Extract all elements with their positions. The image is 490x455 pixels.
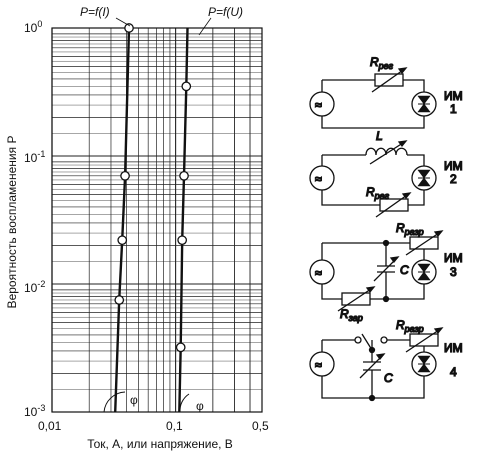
circuit-1-resistor-arrow: [371, 67, 407, 93]
probability-chart: φ φ P=f(I) P=f(U) 100 10-1 10-2 10-3 0,0…: [5, 5, 269, 451]
circuit-4-device-label: ИМ: [444, 341, 463, 355]
circuit-4-contact-right: [380, 336, 388, 344]
series-line-1: [114, 27, 131, 413]
circuit-2-resistor-arrow: [375, 192, 411, 218]
circuit-3-junction-bottom: [382, 295, 390, 303]
angle-arc-2: [179, 393, 190, 413]
y-tick-1e0: 100: [24, 19, 42, 35]
circuit-3-source-symbol: ≈: [315, 266, 322, 280]
circuit-3-number: 3: [450, 265, 457, 279]
circuit-2-inductor-arrow: [369, 140, 407, 165]
circuit-3: [309, 230, 444, 312]
circuit-4-number: 4: [450, 365, 457, 379]
data-point: [179, 170, 189, 181]
series-label-u-leader: [198, 17, 212, 36]
y-tick-1e-3: 10-3: [24, 403, 45, 419]
circuit-3-source: [309, 259, 335, 285]
circuit-4-contact-left: [354, 336, 362, 344]
circuit-2: [309, 140, 437, 218]
data-point: [117, 235, 128, 246]
x-tick-0-01: 0,01: [38, 419, 62, 433]
angle-arc-1: [103, 391, 126, 413]
circuit-3-device-label: ИМ: [444, 251, 463, 265]
circuit-diagrams: ≈ Rрег ИМ 1 ≈ L Rрег ИМ 2: [309, 54, 463, 402]
circuit-2-inductor: [365, 147, 408, 156]
circuit-2-r-label: Rрег: [366, 185, 390, 201]
angle-label-2: φ: [196, 399, 204, 413]
chart-series: [114, 27, 189, 413]
circuit-1-device-label: ИМ: [444, 89, 463, 103]
circuit-2-source-symbol: ≈: [315, 172, 322, 186]
series-label-i: P=f(I): [80, 5, 110, 19]
circuit-4-r-discharge-label: Rразр: [396, 318, 424, 334]
circuit-1-number: 1: [450, 102, 457, 116]
series-label-i-leader: [115, 17, 131, 27]
series-line-2: [178, 27, 189, 413]
data-point: [114, 295, 125, 305]
circuit-4-junction: [368, 394, 376, 402]
plot-frame: [51, 27, 263, 413]
data-point: [175, 342, 186, 353]
data-point: [124, 23, 134, 33]
circuit-3-c-label: C: [400, 263, 409, 277]
angle-label-1: φ: [130, 393, 138, 407]
circuit-4: [309, 327, 444, 402]
data-point: [120, 170, 130, 181]
circuit-2-wires: [321, 154, 425, 206]
x-tick-0-1: 0,1: [166, 419, 183, 433]
series-label-u: P=f(U): [208, 5, 243, 19]
y-tick-1e-2: 10-2: [24, 279, 45, 295]
circuit-2-number: 2: [450, 172, 457, 186]
circuit-3-r-charge-label: Rзар: [340, 307, 363, 323]
circuit-2-l-label: L: [376, 129, 383, 143]
circuit-1-source: [309, 91, 335, 117]
y-tick-1e-1: 10-1: [24, 149, 45, 165]
circuit-1-wires: [321, 79, 425, 129]
circuit-2-device-label: ИМ: [444, 159, 463, 173]
y-axis-label: Вероятность воспламенения P: [5, 136, 19, 309]
circuit-1-source-symbol: ≈: [315, 98, 322, 112]
circuit-4-source: [309, 351, 335, 377]
x-tick-0-5: 0,5: [252, 419, 269, 433]
chart-grid: [51, 28, 263, 413]
circuit-1-r-label: Rрег: [370, 55, 394, 71]
data-point: [177, 235, 188, 246]
circuit-4-switch-pivot: [368, 346, 376, 354]
x-axis-label: Ток, А, или напряжение, В: [87, 437, 233, 451]
circuit-2-source: [309, 165, 335, 191]
circuit-3-junction-top: [382, 239, 390, 247]
circuit-4-c-label: C: [384, 371, 393, 385]
circuit-4-source-symbol: ≈: [315, 358, 322, 372]
circuit-3-r-discharge-label: Rразр: [396, 221, 424, 237]
circuit-1: [309, 67, 437, 129]
data-point: [181, 81, 192, 92]
chart-markers: [114, 23, 192, 353]
